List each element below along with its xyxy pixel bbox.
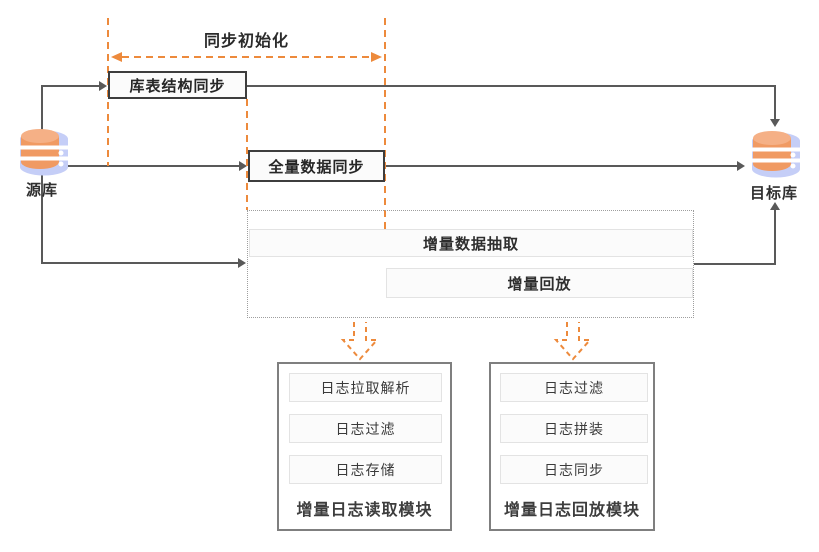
- log-reader-module: 日志拉取解析 日志过滤 日志存储 增量日志读取模块: [277, 362, 452, 531]
- flow-source-to-full: [68, 161, 247, 171]
- flow-source-to-schema: [41, 81, 107, 130]
- incremental-extract-box: 增量数据抽取: [249, 229, 693, 257]
- arrowhead-up-icon: [770, 202, 780, 210]
- flow-incremental-to-target: [694, 202, 780, 265]
- phase-title: 同步初始化: [203, 33, 289, 50]
- arrowhead-right-icon: [737, 161, 745, 171]
- arrowhead-right-icon: [99, 81, 107, 91]
- incremental-stage-container: [247, 210, 694, 318]
- schema-sync-box: 库表结构同步: [108, 71, 247, 99]
- flow-schema-to-target: [247, 85, 780, 127]
- source-database-icon: [17, 129, 71, 176]
- arrowhead-right-icon: [238, 258, 246, 268]
- flow-line: [694, 210, 776, 265]
- arrowhead-right-icon: [239, 161, 247, 171]
- source-database-label: 源库: [25, 182, 58, 199]
- block-arrow-down-replayer-icon: [553, 322, 593, 361]
- log-replayer-module-title: 增量日志回放模块: [503, 502, 640, 519]
- target-database-icon: [749, 131, 803, 178]
- module-item: 日志过滤: [289, 414, 442, 443]
- arrowhead-down-icon: [770, 119, 780, 127]
- module-item: 日志存储: [289, 455, 442, 484]
- flow-full-to-target: [385, 161, 745, 171]
- module-item: 日志过滤: [500, 373, 648, 402]
- module-item: 日志拼装: [500, 414, 648, 443]
- log-reader-module-title: 增量日志读取模块: [296, 502, 433, 519]
- arrowhead-left-icon: [111, 52, 122, 62]
- flow-line: [247, 85, 776, 119]
- incremental-replay-box: 增量回放: [386, 268, 693, 298]
- module-item: 日志同步: [500, 455, 648, 484]
- module-item: 日志拉取解析: [289, 373, 442, 402]
- log-replayer-module: 日志过滤 日志拼装 日志同步 增量日志回放模块: [489, 362, 655, 531]
- arrowhead-right-icon: [371, 52, 382, 62]
- phase-range-arrow: [111, 52, 382, 62]
- full-data-sync-box: 全量数据同步: [248, 150, 385, 182]
- target-database-label: 目标库: [749, 185, 798, 202]
- flow-line: [41, 85, 99, 130]
- block-arrow-down-reader-icon: [340, 322, 380, 361]
